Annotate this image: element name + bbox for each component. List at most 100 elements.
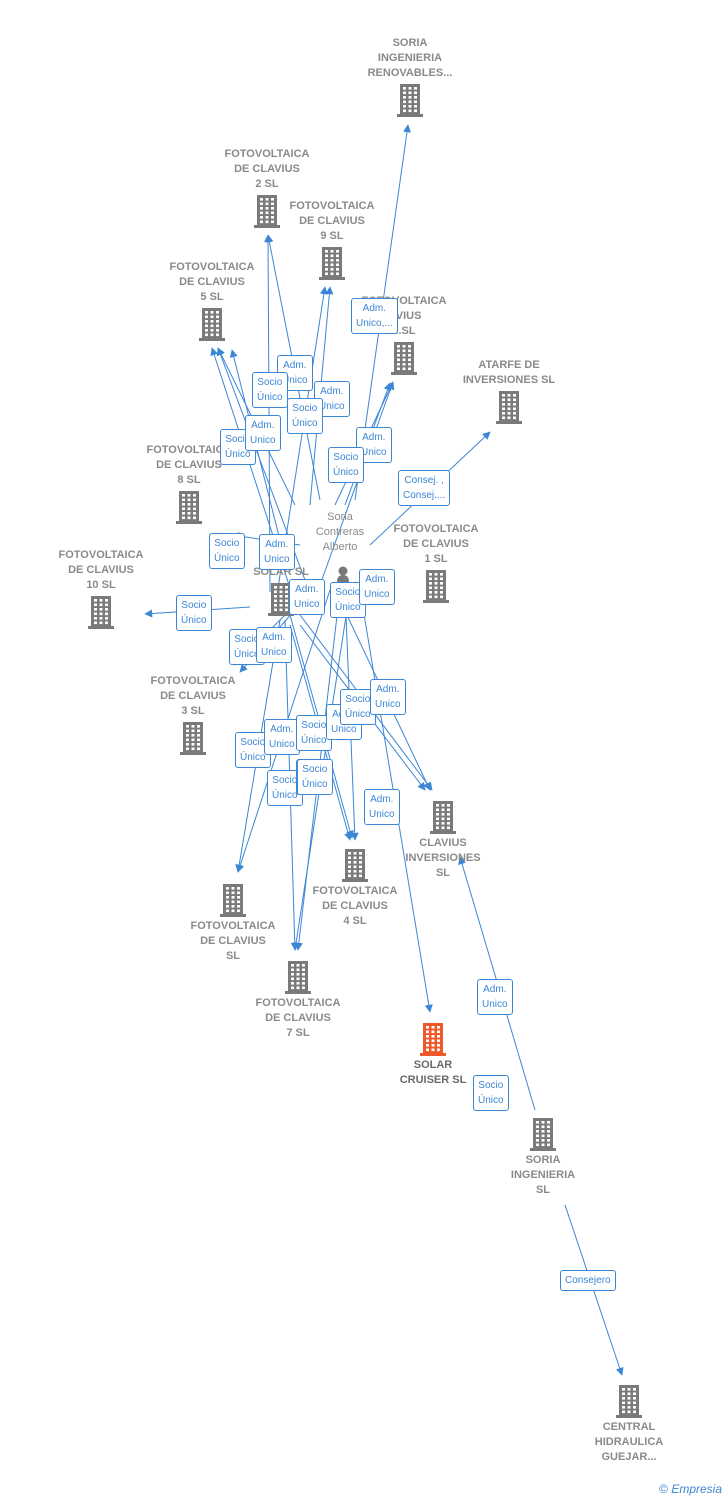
edge-label[interactable]: Adm.Unico xyxy=(245,415,281,451)
edge-label-line: Adm. xyxy=(362,303,387,314)
edge-label-line: Unico xyxy=(282,375,308,386)
footer-brand: © Empresia xyxy=(659,1482,722,1496)
building-icon xyxy=(180,722,206,755)
edge-label-line: Consejero xyxy=(565,1275,611,1286)
person-label-line: Alberto xyxy=(322,541,358,553)
node-clavius[interactable]: CLAVIUS INVERSIONES SL xyxy=(378,798,508,881)
building-icon xyxy=(430,801,456,834)
edge-label-line: Socio xyxy=(272,775,298,786)
edge-label-line: Socio xyxy=(333,452,359,463)
edge-label[interactable]: Adm.Unico xyxy=(477,979,513,1015)
person-label-line: Contreras xyxy=(315,526,365,538)
node-label-line: 9 SL xyxy=(320,230,344,242)
edge-label[interactable]: Consejero xyxy=(560,1270,616,1291)
edge-label-line: Socio xyxy=(234,634,260,645)
edge-label-line: Unico xyxy=(364,589,390,600)
edge-label-line: Unico xyxy=(361,447,387,458)
node-label-line: FOTOVOLTAICA xyxy=(312,885,398,897)
node-label-line: SORIA xyxy=(392,37,428,49)
edge-label-line: Socio xyxy=(240,737,266,748)
building-icon xyxy=(391,342,417,375)
edge-label-line: Unico xyxy=(250,435,276,446)
edge-label-line: Adm. xyxy=(483,984,507,995)
node-label-line: DE CLAVIUS xyxy=(179,276,245,288)
node-label-line: SOLAR xyxy=(413,1059,453,1071)
person-label-line: Soria xyxy=(327,511,353,523)
node-label: CLAVIUS INVERSIONES SL xyxy=(378,836,508,881)
node-label-line: DE CLAVIUS xyxy=(265,1012,331,1024)
edge-label[interactable]: Adm.Unico xyxy=(264,719,300,755)
edge-label-line: Único xyxy=(333,467,359,478)
edge-label[interactable]: Adm.Unico xyxy=(289,579,325,615)
building-icon xyxy=(319,247,345,280)
edge-label-line: Socio xyxy=(335,587,361,598)
building-icon xyxy=(496,391,522,424)
edge-label-line: Único xyxy=(478,1095,504,1106)
node-label-line: DE CLAVIUS xyxy=(234,163,300,175)
node-label-line: DE CLAVIUS xyxy=(160,690,226,702)
edge-label-line: Socio xyxy=(302,764,328,775)
edge-label-line: Adm. xyxy=(365,574,389,585)
node-label-line: SL xyxy=(225,950,241,962)
node-label-line: DE CLAVIUS xyxy=(156,459,222,471)
edge-label[interactable]: Adm.Unico xyxy=(259,534,295,570)
edge-label-line: Adm. xyxy=(370,794,394,805)
node-label-line: GUEJAR... xyxy=(601,1451,657,1463)
edge-label[interactable]: Adm. Unico xyxy=(359,569,395,605)
node-fv9[interactable]: FOTOVOLTAICA DE CLAVIUS 9 SL xyxy=(267,199,397,282)
node-label-line: INVERSIONES xyxy=(405,852,481,864)
node-label-line: 8 SL xyxy=(177,474,201,486)
node-label-line: SL xyxy=(435,867,451,879)
edge-label[interactable]: Adm.Unico xyxy=(256,627,292,663)
edge-label[interactable]: Consej. ,Consej.... xyxy=(398,470,451,506)
edge-label-line: Único xyxy=(335,602,361,613)
node-label-line: FOTOVOLTAICA xyxy=(289,200,375,212)
building-icon xyxy=(530,1118,556,1151)
edge-label[interactable]: Adm.Unico,... xyxy=(351,298,398,334)
node-label-line: INGENIERIA xyxy=(510,1169,576,1181)
node-label-line: FOTOVOLTAICA xyxy=(190,920,276,932)
edge-label-line: Único xyxy=(272,790,298,801)
node-label-line: 4 SL xyxy=(343,915,367,927)
node-label-line: 2 SL xyxy=(255,178,279,190)
building-icon xyxy=(420,1023,446,1056)
node-label-line: RENOVABLES... xyxy=(367,67,453,79)
edge-label[interactable]: Adm.Unico xyxy=(370,679,406,715)
node-label-line: CLAVIUS xyxy=(419,837,467,849)
edge-label-line: Consej. , xyxy=(404,475,444,486)
edge-label[interactable]: Adm.Unico xyxy=(364,789,400,825)
edge-line xyxy=(264,234,273,593)
node-label-line: DE CLAVIUS xyxy=(299,215,365,227)
node-label-line: INVERSIONES SL xyxy=(462,374,556,386)
